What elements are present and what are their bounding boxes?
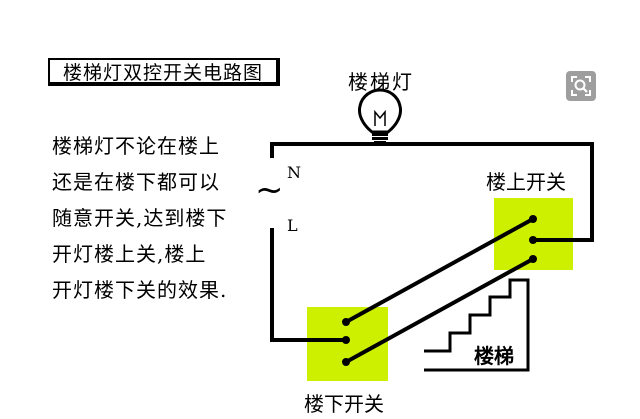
stairs-label: 楼梯 (474, 344, 514, 368)
traveller-wire-upper (345, 217, 534, 324)
wire-neutral-to-upper-switch (270, 142, 594, 242)
zoom-search-icon (571, 76, 591, 96)
wire-live-to-lower-switch (270, 228, 344, 342)
description-line: 还是在楼下都可以 (52, 170, 220, 194)
upper-switch-contact (529, 255, 537, 263)
upper-switch-contact (529, 236, 537, 244)
lamp-label: 楼梯灯 (348, 70, 414, 94)
lower-switch-contact (342, 318, 350, 326)
zoom-button[interactable] (566, 71, 596, 101)
traveller-wire-lower (345, 257, 534, 364)
lower-switch-label: 楼下开关 (304, 392, 384, 416)
description-line: 开灯楼下关的效果. (52, 278, 228, 302)
lower-switch-contact (342, 336, 350, 344)
description-line: 随意开关,达到楼下 (52, 206, 228, 230)
upper-switch-label: 楼上开关 (486, 170, 566, 194)
light-bulb-icon (358, 88, 402, 144)
diagram-title: 楼梯灯双控开关电路图 (48, 58, 280, 86)
neutral-terminal-label: N (287, 163, 301, 182)
lower-switch-contact (342, 358, 350, 366)
description-line: 楼梯灯不论在楼上 (52, 134, 220, 158)
description-line: 开灯楼上关,楼上 (52, 242, 207, 266)
stairs-symbol (424, 278, 530, 372)
upper-switch-contact (529, 215, 537, 223)
ac-source-symbol: ~ (255, 170, 284, 210)
description-text: 楼梯灯不论在楼上 还是在楼下都可以 随意开关,达到楼下 开灯楼上关,楼上 开灯楼… (52, 128, 262, 308)
live-terminal-label: L (287, 216, 298, 235)
